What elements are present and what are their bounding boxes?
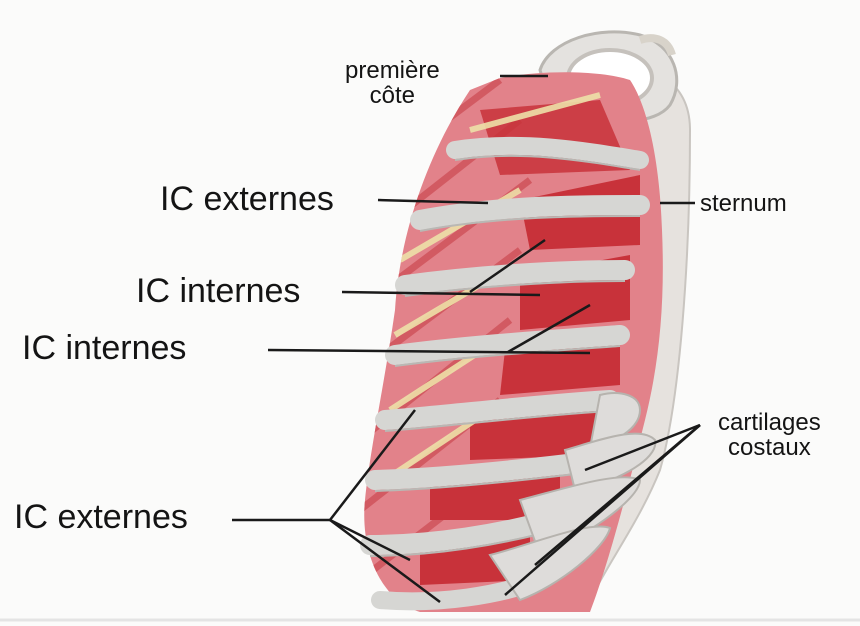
label-cartilages-line2: costaux [718,435,821,460]
label-premiere-cote: première côte [345,58,440,108]
label-cartilages-line1: cartilages [718,410,821,435]
label-premiere-cote-line1: première [345,58,440,83]
label-ic-externes-upper: IC externes [160,182,334,218]
label-ic-internes-upper: IC internes [136,274,300,310]
label-ic-externes-lower: IC externes [14,500,188,536]
label-cartilages-costaux: cartilages costaux [718,410,821,460]
label-premiere-cote-line2: côte [345,83,440,108]
label-ic-internes-lower: IC internes [22,331,186,367]
label-sternum: sternum [700,191,787,216]
